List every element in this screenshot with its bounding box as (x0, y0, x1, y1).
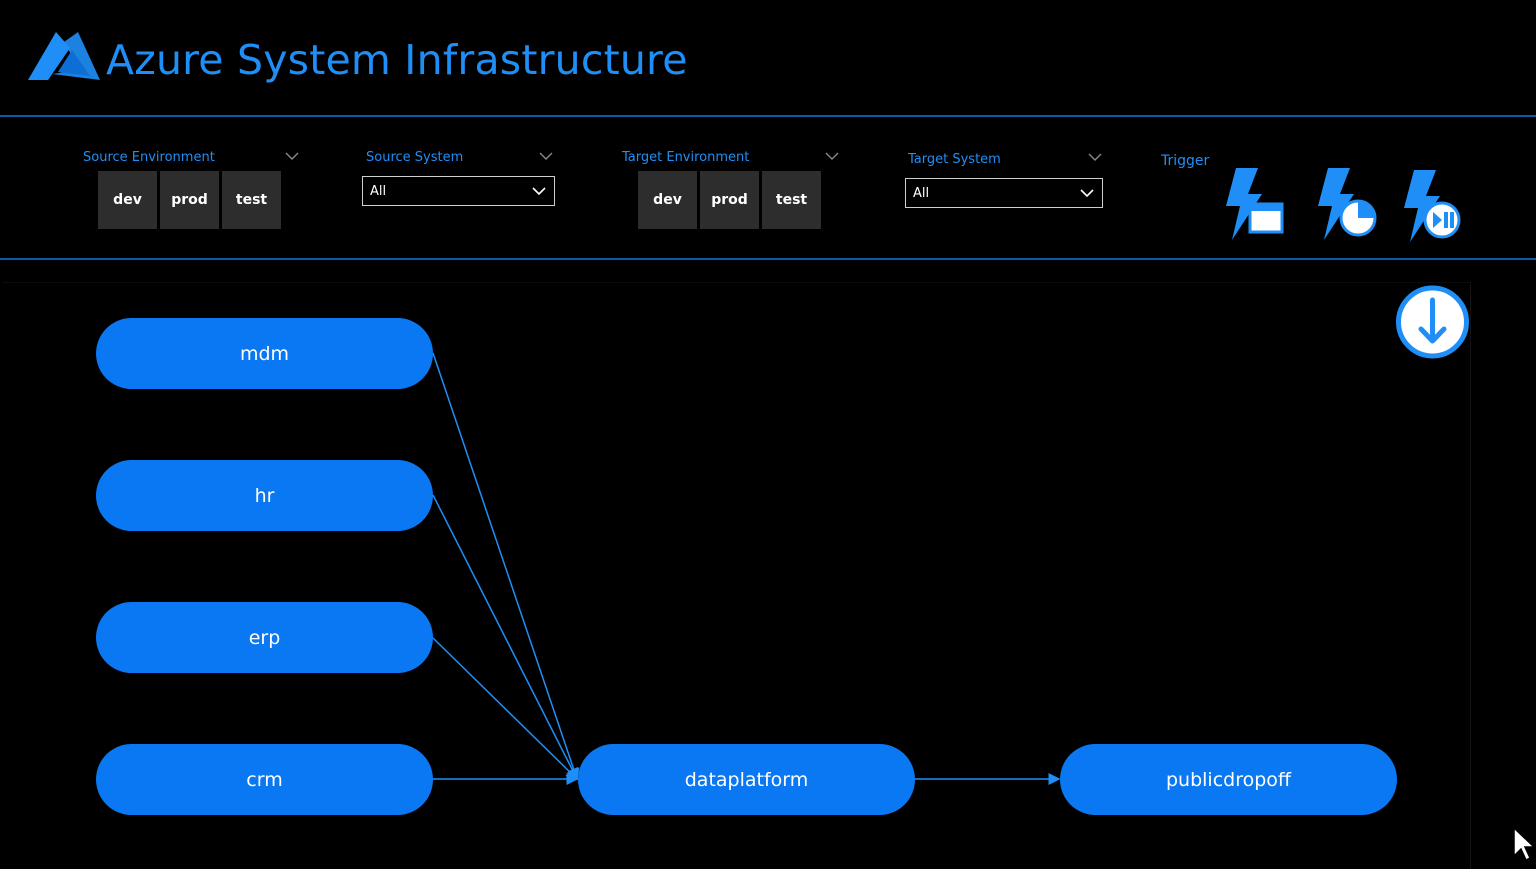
source-env-dev-button[interactable]: dev (98, 171, 157, 229)
page-title: Azure System Infrastructure (106, 36, 688, 84)
trigger-schedule-icon[interactable] (1314, 166, 1378, 242)
node-crm[interactable]: crm (96, 744, 433, 815)
trigger-play-pause-icon[interactable] (1400, 168, 1464, 244)
source-system-label: Source System (366, 150, 464, 165)
target-system-label: Target System (908, 152, 1001, 167)
source-env-test-button[interactable]: test (222, 171, 281, 229)
filters-divider (0, 258, 1536, 260)
target-env-test-button[interactable]: test (762, 171, 821, 229)
source-environment-label: Source Environment (83, 150, 215, 165)
trigger-label: Trigger (1161, 153, 1210, 169)
azure-logo-icon (28, 32, 100, 80)
chevron-down-icon[interactable] (825, 152, 839, 161)
target-system-dropdown[interactable]: All (905, 178, 1103, 208)
target-environment-label: Target Environment (622, 150, 750, 165)
target-env-dev-button[interactable]: dev (638, 171, 697, 229)
chevron-down-icon (1080, 189, 1094, 198)
node-mdm[interactable]: mdm (96, 318, 433, 389)
source-env-prod-button[interactable]: prod (160, 171, 219, 229)
header-divider (0, 115, 1536, 117)
edge-hr-dataplatform (432, 494, 578, 781)
node-hr[interactable]: hr (96, 460, 433, 531)
target-env-prod-button[interactable]: prod (700, 171, 759, 229)
source-environment-slicer: dev prod test (98, 171, 281, 229)
edge-erp-dataplatform (432, 637, 579, 781)
trigger-window-icon[interactable] (1222, 166, 1286, 242)
download-arrow-icon[interactable] (1394, 285, 1471, 359)
target-environment-slicer: dev prod test (638, 171, 821, 229)
node-dataplatform[interactable]: dataplatform (578, 744, 915, 815)
edge-mdm-dataplatform (432, 352, 580, 781)
target-system-value: All (913, 185, 930, 201)
source-system-value: All (370, 183, 387, 199)
node-publicdropoff[interactable]: publicdropoff (1060, 744, 1397, 815)
chevron-down-icon[interactable] (285, 152, 299, 161)
node-erp[interactable]: erp (96, 602, 433, 673)
diagram-canvas (2, 282, 1471, 869)
mouse-cursor-icon (1513, 826, 1536, 862)
chevron-down-icon (532, 187, 546, 196)
chevron-down-icon[interactable] (539, 152, 553, 161)
source-system-dropdown[interactable]: All (362, 176, 555, 206)
chevron-down-icon[interactable] (1088, 153, 1102, 162)
